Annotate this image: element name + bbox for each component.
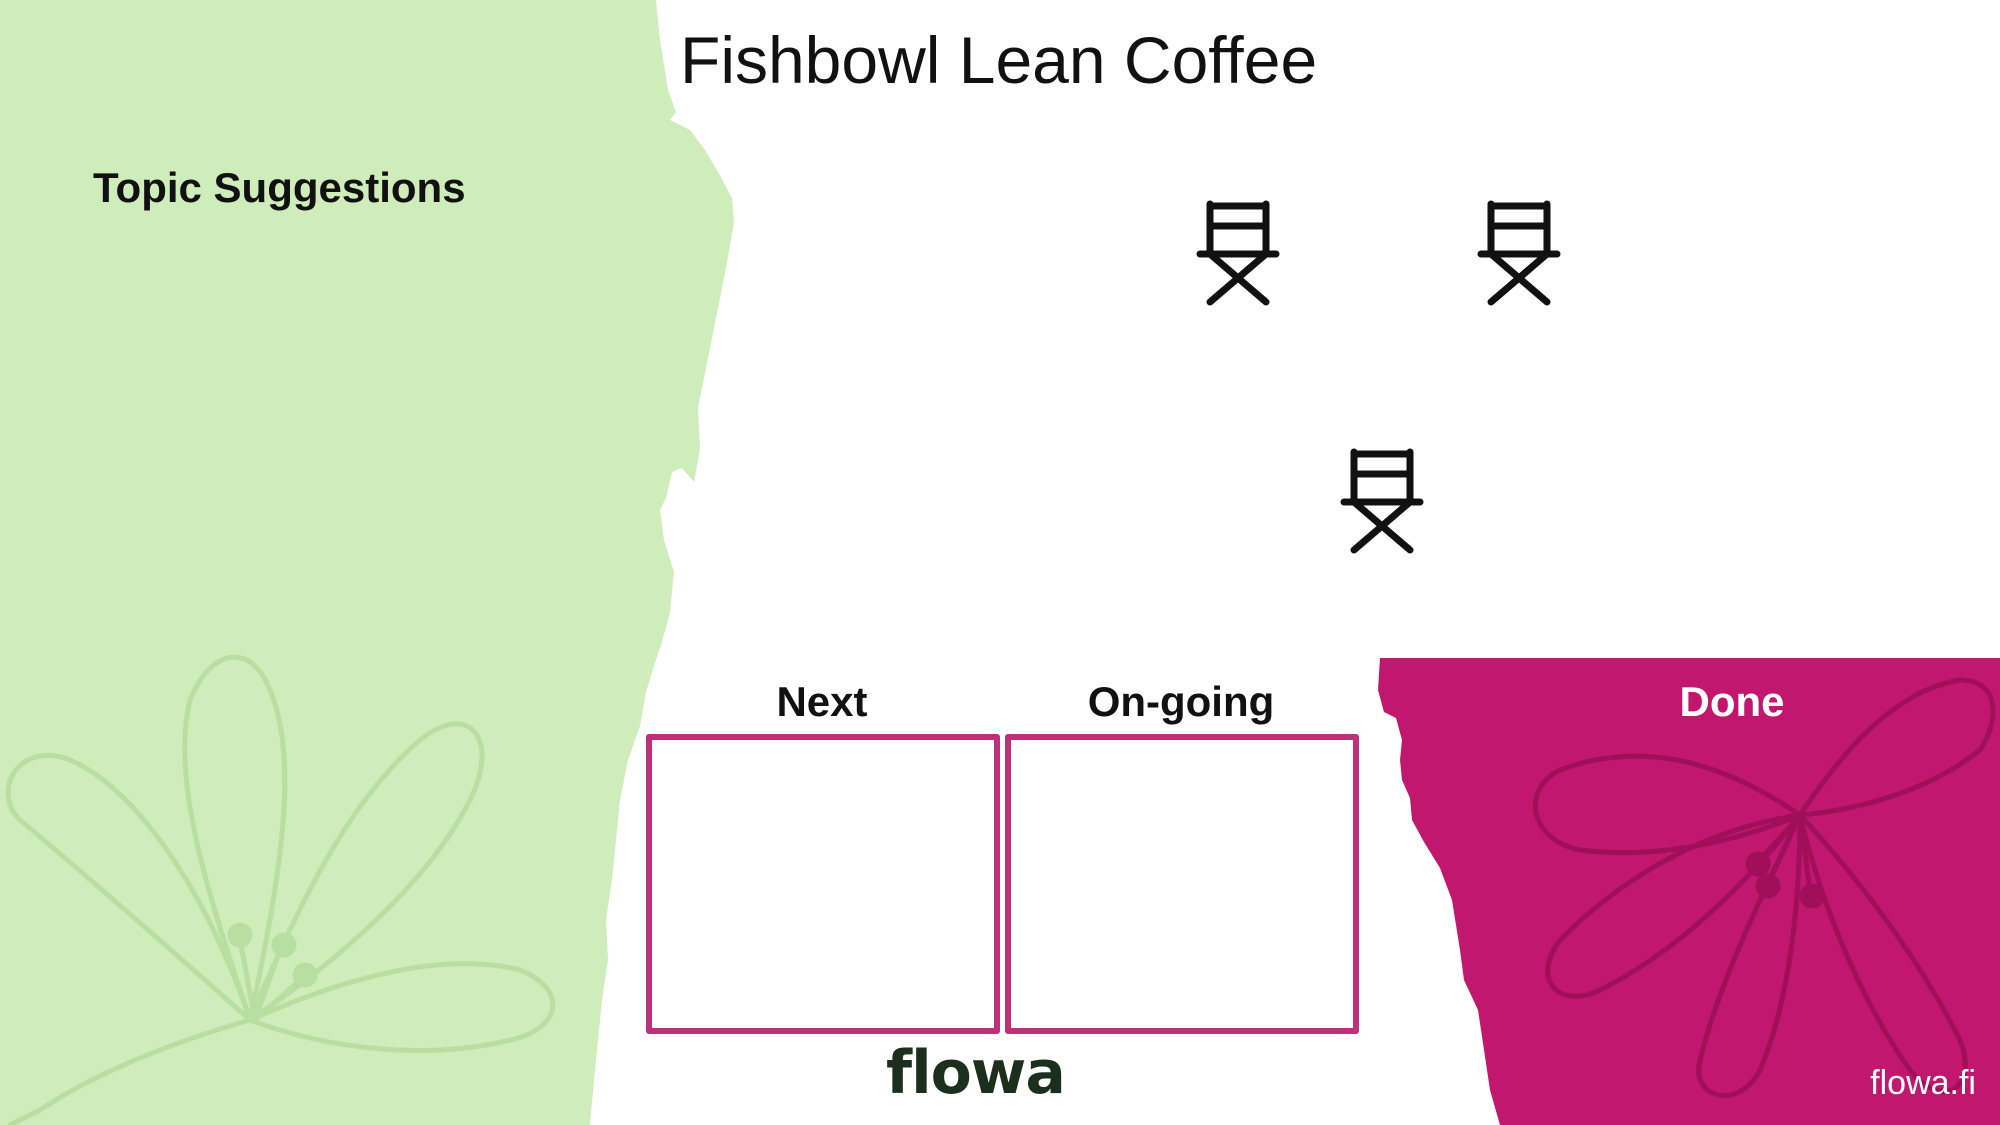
directors-chair-icon[interactable] xyxy=(1477,200,1561,310)
topic-suggestions-heading: Topic Suggestions xyxy=(93,164,466,211)
done-area-background xyxy=(1378,658,2000,1125)
ongoing-column-label: On-going xyxy=(1087,678,1275,725)
flower-decoration-magenta xyxy=(1532,677,1996,1098)
flowa-website-link[interactable]: flowa.fi xyxy=(1870,1064,1976,1102)
directors-chair-icon[interactable] xyxy=(1340,448,1424,558)
next-drop-zone[interactable] xyxy=(646,734,1000,1034)
directors-chair-icon[interactable] xyxy=(1196,200,1280,310)
ongoing-drop-zone[interactable] xyxy=(1005,734,1359,1034)
done-column-label: Done xyxy=(1679,678,1785,725)
next-column-label: Next xyxy=(776,678,868,725)
suggestions-area-background xyxy=(0,0,734,1125)
board-title: Fishbowl Lean Coffee xyxy=(680,23,1318,97)
flower-decoration-green xyxy=(5,654,556,1125)
flowa-logo: flowa xyxy=(886,1038,1066,1108)
